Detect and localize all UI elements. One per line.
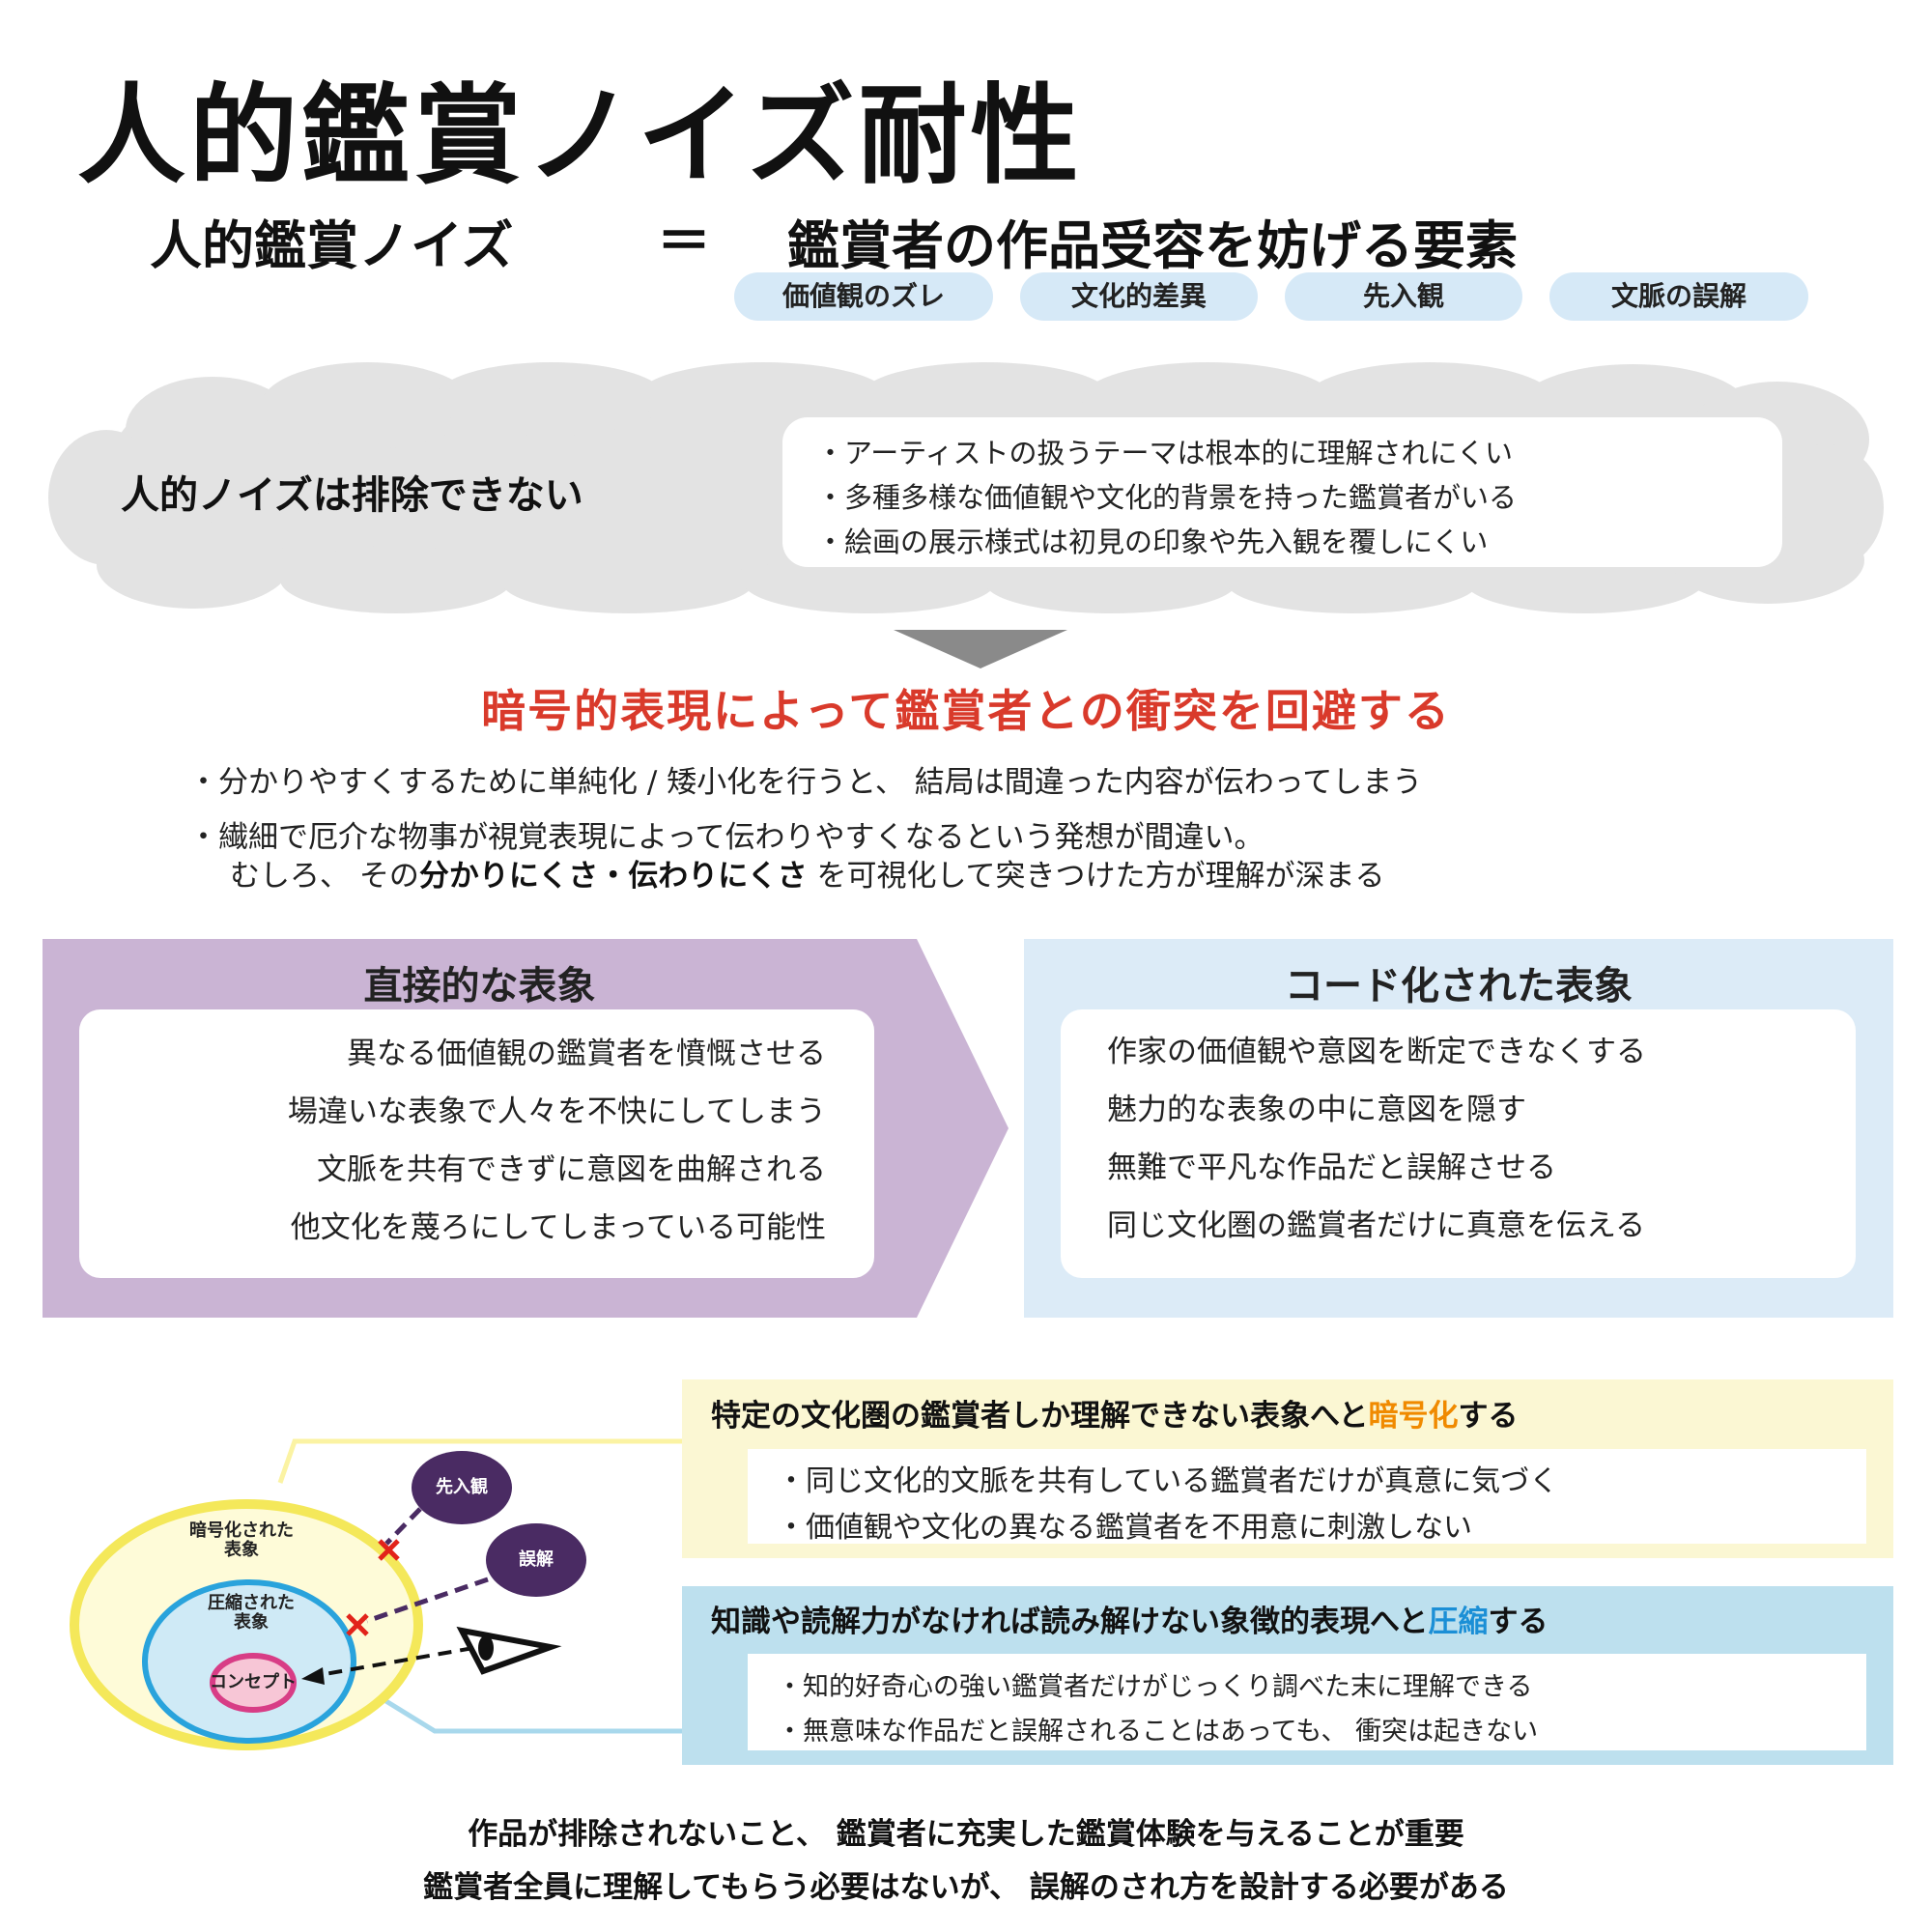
continuation-emphasis: 分かりにくさ・伝わりにくさ	[418, 859, 808, 894]
compress-item: ・無意味な作品だと誤解されることはあっても、 衝突は起きない	[777, 1717, 1539, 1747]
equals-sign: ＝	[657, 211, 711, 273]
continuation-pre: むしろ、 その	[230, 859, 419, 894]
direct-items-box: 異なる価値観の鑑賞者を憤慨させる 場違いな表象で人々を不快にしてしまう 文脈を共…	[79, 1009, 874, 1278]
definition-meaning: 鑑賞者の作品受容を妨げる要素	[787, 215, 1518, 276]
eye-icon	[456, 1626, 562, 1675]
compress-head-pre: 知識や読解力がなければ読み解けない象徴的表現へと	[711, 1605, 1429, 1639]
gaze-line	[313, 1646, 474, 1678]
tag-value-gap: 価値観のズレ	[734, 272, 993, 321]
concept-diagram	[70, 1438, 682, 1750]
gaze-arrowhead	[301, 1667, 325, 1685]
direct-title: 直接的な表象	[363, 964, 596, 1009]
definition-term: 人的鑑賞ノイズ	[150, 215, 514, 276]
preconception-label: 先入観	[436, 1477, 488, 1497]
coded-item: 同じ文化圏の鑑賞者だけに真意を伝える	[1107, 1208, 1646, 1243]
compressed-label: 圧縮された 表象	[208, 1593, 295, 1633]
encrypt-items-box: ・同じ文化的文脈を共有している鑑賞者だけが真意に気づく ・価値観や文化の異なる鑑…	[748, 1449, 1866, 1545]
coded-title: コード化された表象	[1285, 964, 1633, 1009]
misunderstanding-label: 誤解	[519, 1549, 554, 1570]
strategy-point: ・繊細で厄介な物事が視覚表現によって伝わりやすくなるという発想が間違い。	[188, 820, 1264, 855]
concept-label: コンセプト	[210, 1672, 297, 1692]
encrypt-heading: 特定の文化圏の鑑賞者しか理解できない表象へと暗号化する	[711, 1391, 1518, 1435]
strategy-point-continuation: むしろ、 その分かりにくさ・伝わりにくさ を可視化して突きつけた方が理解が深まる	[230, 851, 1385, 895]
cloud-reasons-box: ・アーティストの扱うテーマは根本的に理解されにくい ・多種多様な価値観や文化的背…	[782, 417, 1782, 567]
blocked-mark	[346, 1613, 369, 1636]
bubble-preconception	[412, 1451, 512, 1524]
down-arrow-icon	[894, 630, 1067, 668]
bubble-misunderstanding	[486, 1523, 586, 1597]
encrypt-item: ・価値観や文化の異なる鑑賞者を不用意に刺激しない	[777, 1511, 1472, 1545]
reason-item: ・多種多様な価値観や文化的背景を持った鑑賞者がいる	[816, 481, 1518, 514]
continuation-post: を可視化して突きつけた方が理解が深まる	[807, 859, 1385, 894]
direct-item: 他文化を蔑ろにしてしまっている可能性	[290, 1210, 826, 1245]
compress-head-accent: 圧縮	[1428, 1605, 1489, 1639]
coded-item: 無難で平凡な作品だと誤解させる	[1107, 1151, 1556, 1185]
conclusion-line: 作品が排除されないこと、 鑑賞者に充実した鑑賞体験を与えることが重要	[468, 1817, 1464, 1852]
compress-head-post: する	[1488, 1605, 1548, 1639]
encrypt-head-accent: 暗号化	[1368, 1399, 1459, 1434]
tag-context-misunderstanding: 文脈の誤解	[1549, 272, 1808, 321]
direct-item: 場違いな表象で人々を不快にしてしまう	[287, 1094, 826, 1129]
misunderstanding-dash	[366, 1577, 489, 1624]
encrypt-item: ・同じ文化的文脈を共有している鑑賞者だけが真意に気づく	[777, 1464, 1559, 1498]
tag-cultural-difference: 文化的差異	[1020, 272, 1258, 321]
compress-items-box: ・知的好奇心の強い鑑賞者だけがじっくり調べた末に理解できる ・無意味な作品だと誤…	[748, 1654, 1866, 1750]
conclusion-line: 鑑賞者全員に理解してもらう必要はないが、 誤解のされ方を設計する必要がある	[423, 1870, 1509, 1905]
direct-item: 異なる価値観の鑑賞者を憤慨させる	[347, 1037, 826, 1071]
encrypted-label: 暗号化された 表象	[189, 1520, 294, 1560]
strategy-heading: 暗号的表現によって鑑賞者との衝突を回避する	[481, 685, 1451, 737]
compress-heading: 知識や読解力がなければ読み解けない象徴的表現へと圧縮する	[711, 1597, 1548, 1640]
page-title: 人的鑑賞ノイズ耐性	[77, 73, 1083, 199]
tag-preconception: 先入観	[1285, 272, 1522, 321]
coded-item: 作家の価値観や意図を断定できなくする	[1107, 1035, 1646, 1069]
encrypt-head-post: する	[1458, 1399, 1519, 1434]
reason-item: ・絵画の展示様式は初見の印象や先入観を覆しにくい	[816, 526, 1489, 558]
concept-core	[210, 1653, 297, 1713]
compress-connector	[370, 1690, 682, 1734]
cloud-heading: 人的ノイズは排除できない	[121, 473, 583, 518]
coded-items-box: 作家の価値観や意図を断定できなくする 魅力的な表象の中に意図を隠す 無難で平凡な…	[1061, 1009, 1856, 1278]
reason-item: ・アーティストの扱うテーマは根本的に理解されにくい	[816, 437, 1513, 469]
blocked-mark	[378, 1539, 400, 1561]
encrypt-head-pre: 特定の文化圏の鑑賞者しか理解できない表象へと	[711, 1399, 1369, 1434]
direct-item: 文脈を共有できずに意図を曲解される	[317, 1152, 826, 1187]
encrypt-connector	[277, 1438, 682, 1484]
compress-item: ・知的好奇心の強い鑑賞者だけがじっくり調べた末に理解できる	[777, 1672, 1533, 1702]
strategy-point: ・分かりやすくするために単純化 / 矮小化を行うと、 結局は間違った内容が伝わっ…	[188, 765, 1423, 800]
coded-item: 魅力的な表象の中に意図を隠す	[1107, 1093, 1526, 1127]
preconception-dash	[384, 1507, 422, 1546]
